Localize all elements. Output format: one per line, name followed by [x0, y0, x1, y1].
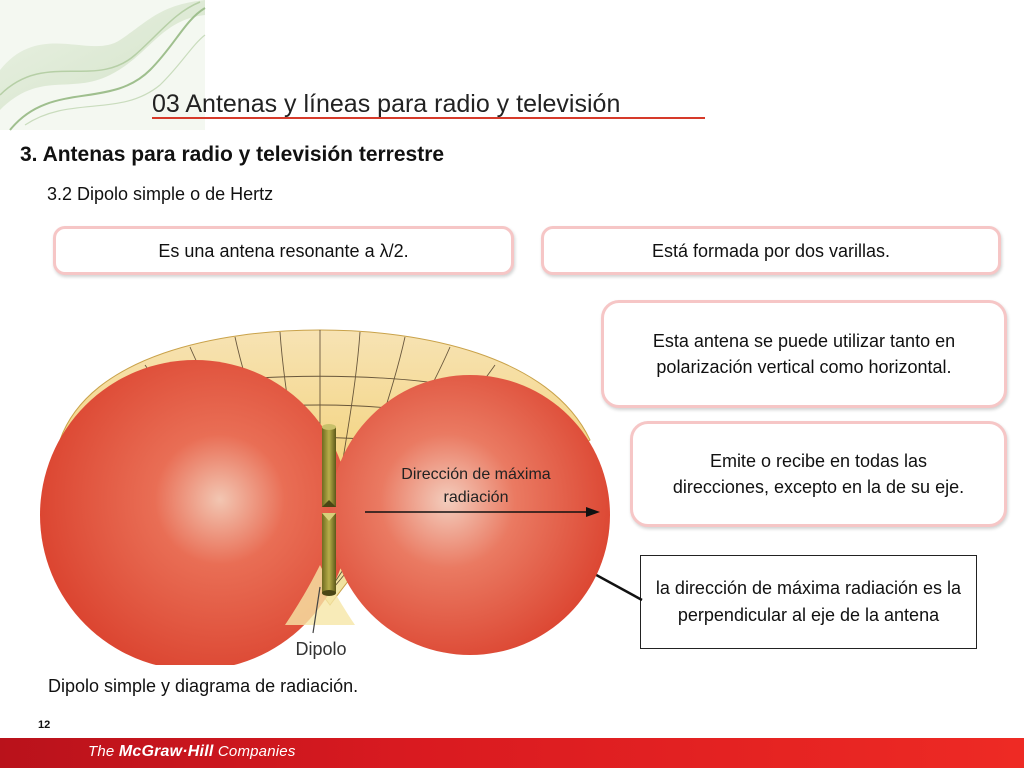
- logo-prefix: The: [88, 743, 119, 760]
- max-radiation-note-text: la dirección de máxima radiación es la p…: [655, 578, 962, 625]
- logo-suffix: Companies: [213, 743, 296, 760]
- footer-bar: The McGraw·Hill Companies: [0, 738, 1024, 768]
- direction-label-line2: radiación: [444, 489, 509, 506]
- decorative-swirl: [0, 0, 206, 131]
- info-box-directions: Emite o recibe en todas las direcciones,…: [630, 421, 1007, 527]
- dipole-antenna: [322, 424, 336, 596]
- info-box-rods-text: Está formada por dos varillas.: [651, 240, 891, 261]
- info-box-resonant-text: Es una antena resonante a λ/2.: [158, 240, 409, 261]
- dipole-label: Dipolo: [295, 639, 346, 659]
- section-title: 3. Antenas para radio y televisión terre…: [20, 143, 445, 166]
- info-box-rods: Está formada por dos varillas.: [541, 226, 1001, 275]
- max-radiation-note: la dirección de máxima radiación es la p…: [640, 555, 977, 649]
- publisher-logo: The McGraw·Hill Companies: [88, 743, 296, 761]
- radiation-diagram: Dirección de máxima radiación Dipolo: [40, 329, 610, 665]
- info-box-polarization-text: Esta antena se puede utilizar tanto en p…: [652, 331, 956, 377]
- figure-caption: Dipolo simple y diagrama de radiación.: [48, 676, 359, 696]
- title-underline: [152, 117, 705, 119]
- info-box-polarization: Esta antena se puede utilizar tanto en p…: [601, 300, 1007, 408]
- page-title: 03 Antenas y líneas para radio y televis…: [152, 90, 621, 118]
- direction-label-line1: Dirección de máxima: [401, 466, 550, 483]
- info-box-directions-text: Emite o recibe en todas las direcciones,…: [672, 451, 965, 497]
- logo-brand: McGraw·Hill: [118, 743, 214, 760]
- page-number: 12: [38, 719, 51, 731]
- left-radiation-lobe: [40, 360, 350, 665]
- subsection-title: 3.2 Dipolo simple o de Hertz: [47, 184, 274, 204]
- right-radiation-lobe: [330, 375, 610, 655]
- info-box-resonant: Es una antena resonante a λ/2.: [53, 226, 514, 275]
